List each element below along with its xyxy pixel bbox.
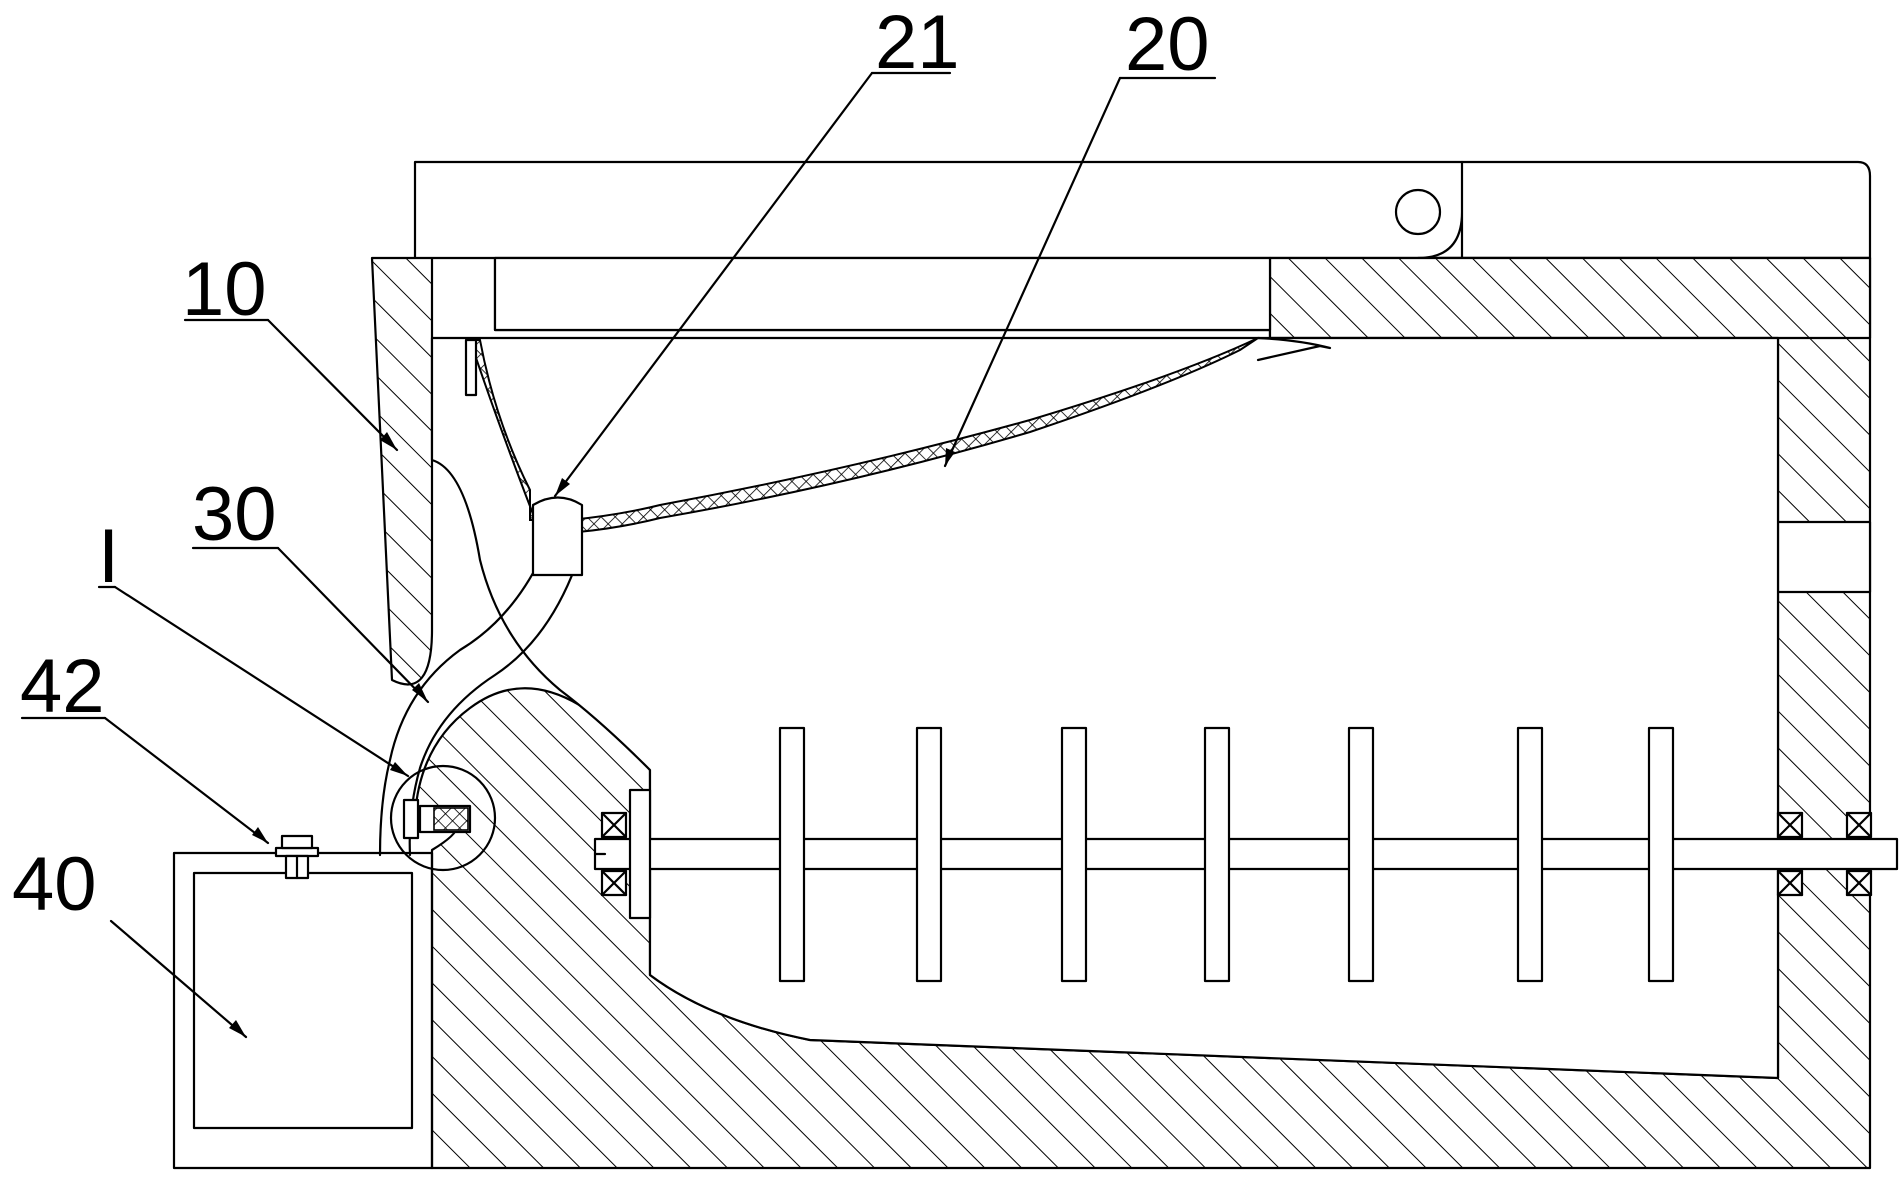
- leader-lines: [20, 71, 1217, 1039]
- housing: [370, 256, 1872, 1170]
- upper-block: [1268, 256, 1872, 340]
- label-20: 20: [1125, 2, 1210, 87]
- hinge-pin: [1394, 188, 1442, 236]
- inner-top-plate: [493, 256, 1272, 332]
- agitator-shaft: [593, 837, 1899, 871]
- reference-labels: 21 20 10 30 I 42 40: [12, 0, 1210, 927]
- bracket: [464, 338, 478, 397]
- label-30: 30: [192, 472, 277, 557]
- label-42: 42: [20, 644, 105, 729]
- label-I: I: [98, 514, 119, 599]
- paddles: [778, 726, 1675, 983]
- arrowheads: [229, 432, 955, 1037]
- collection-box: [172, 851, 434, 1170]
- bolt: [274, 834, 320, 880]
- chamber: [430, 336, 1780, 1080]
- detail-circle: [389, 764, 497, 872]
- label-21: 21: [875, 0, 960, 85]
- top-cover: [413, 160, 1872, 260]
- label-10: 10: [182, 247, 267, 332]
- nozzle: [531, 496, 584, 577]
- label-40: 40: [12, 842, 97, 927]
- bearings: [600, 788, 1873, 920]
- side-opening: [1776, 520, 1872, 594]
